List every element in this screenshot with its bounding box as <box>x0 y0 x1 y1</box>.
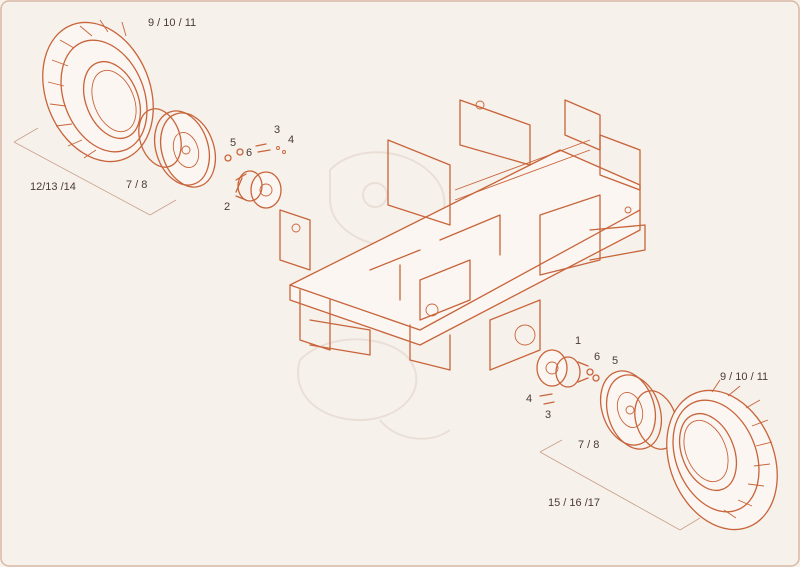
label-bolt-top-5: 5 <box>230 137 236 149</box>
label-tire-bottom-alt: 15 / 16 /17 <box>548 497 600 509</box>
label-rim-top: 7 / 8 <box>126 179 147 191</box>
bolts-top <box>224 143 286 162</box>
label-hub-top: 2 <box>224 201 230 213</box>
label-bolt-bottom-3: 3 <box>545 409 551 421</box>
tire-bottom-right <box>666 379 778 531</box>
tire-top-left <box>42 19 154 163</box>
hub-top <box>235 170 282 209</box>
rim-bottom-right <box>599 370 678 450</box>
label-hub-bottom: 1 <box>575 335 581 347</box>
label-tire-bottom: 9 / 10 / 11 <box>720 371 768 383</box>
label-bolt-top-4: 4 <box>288 134 294 146</box>
label-rim-bottom: 7 / 8 <box>578 439 599 451</box>
label-tire-top: 9 / 10 / 11 <box>148 17 196 29</box>
rim-top-left <box>138 108 217 188</box>
label-bolt-top-3: 3 <box>274 124 280 136</box>
label-bolt-bottom-6: 6 <box>594 351 600 363</box>
label-bolt-top-6: 6 <box>246 147 252 159</box>
label-bolt-bottom-5: 5 <box>612 355 618 367</box>
chassis-frame <box>279 99 646 371</box>
label-bolt-bottom-4: 4 <box>526 393 532 405</box>
leader-lines <box>13 127 701 531</box>
label-tire-top-alt: 12/13 /14 <box>30 181 76 193</box>
hub-bottom <box>536 349 589 388</box>
bolts-bottom <box>539 368 600 405</box>
